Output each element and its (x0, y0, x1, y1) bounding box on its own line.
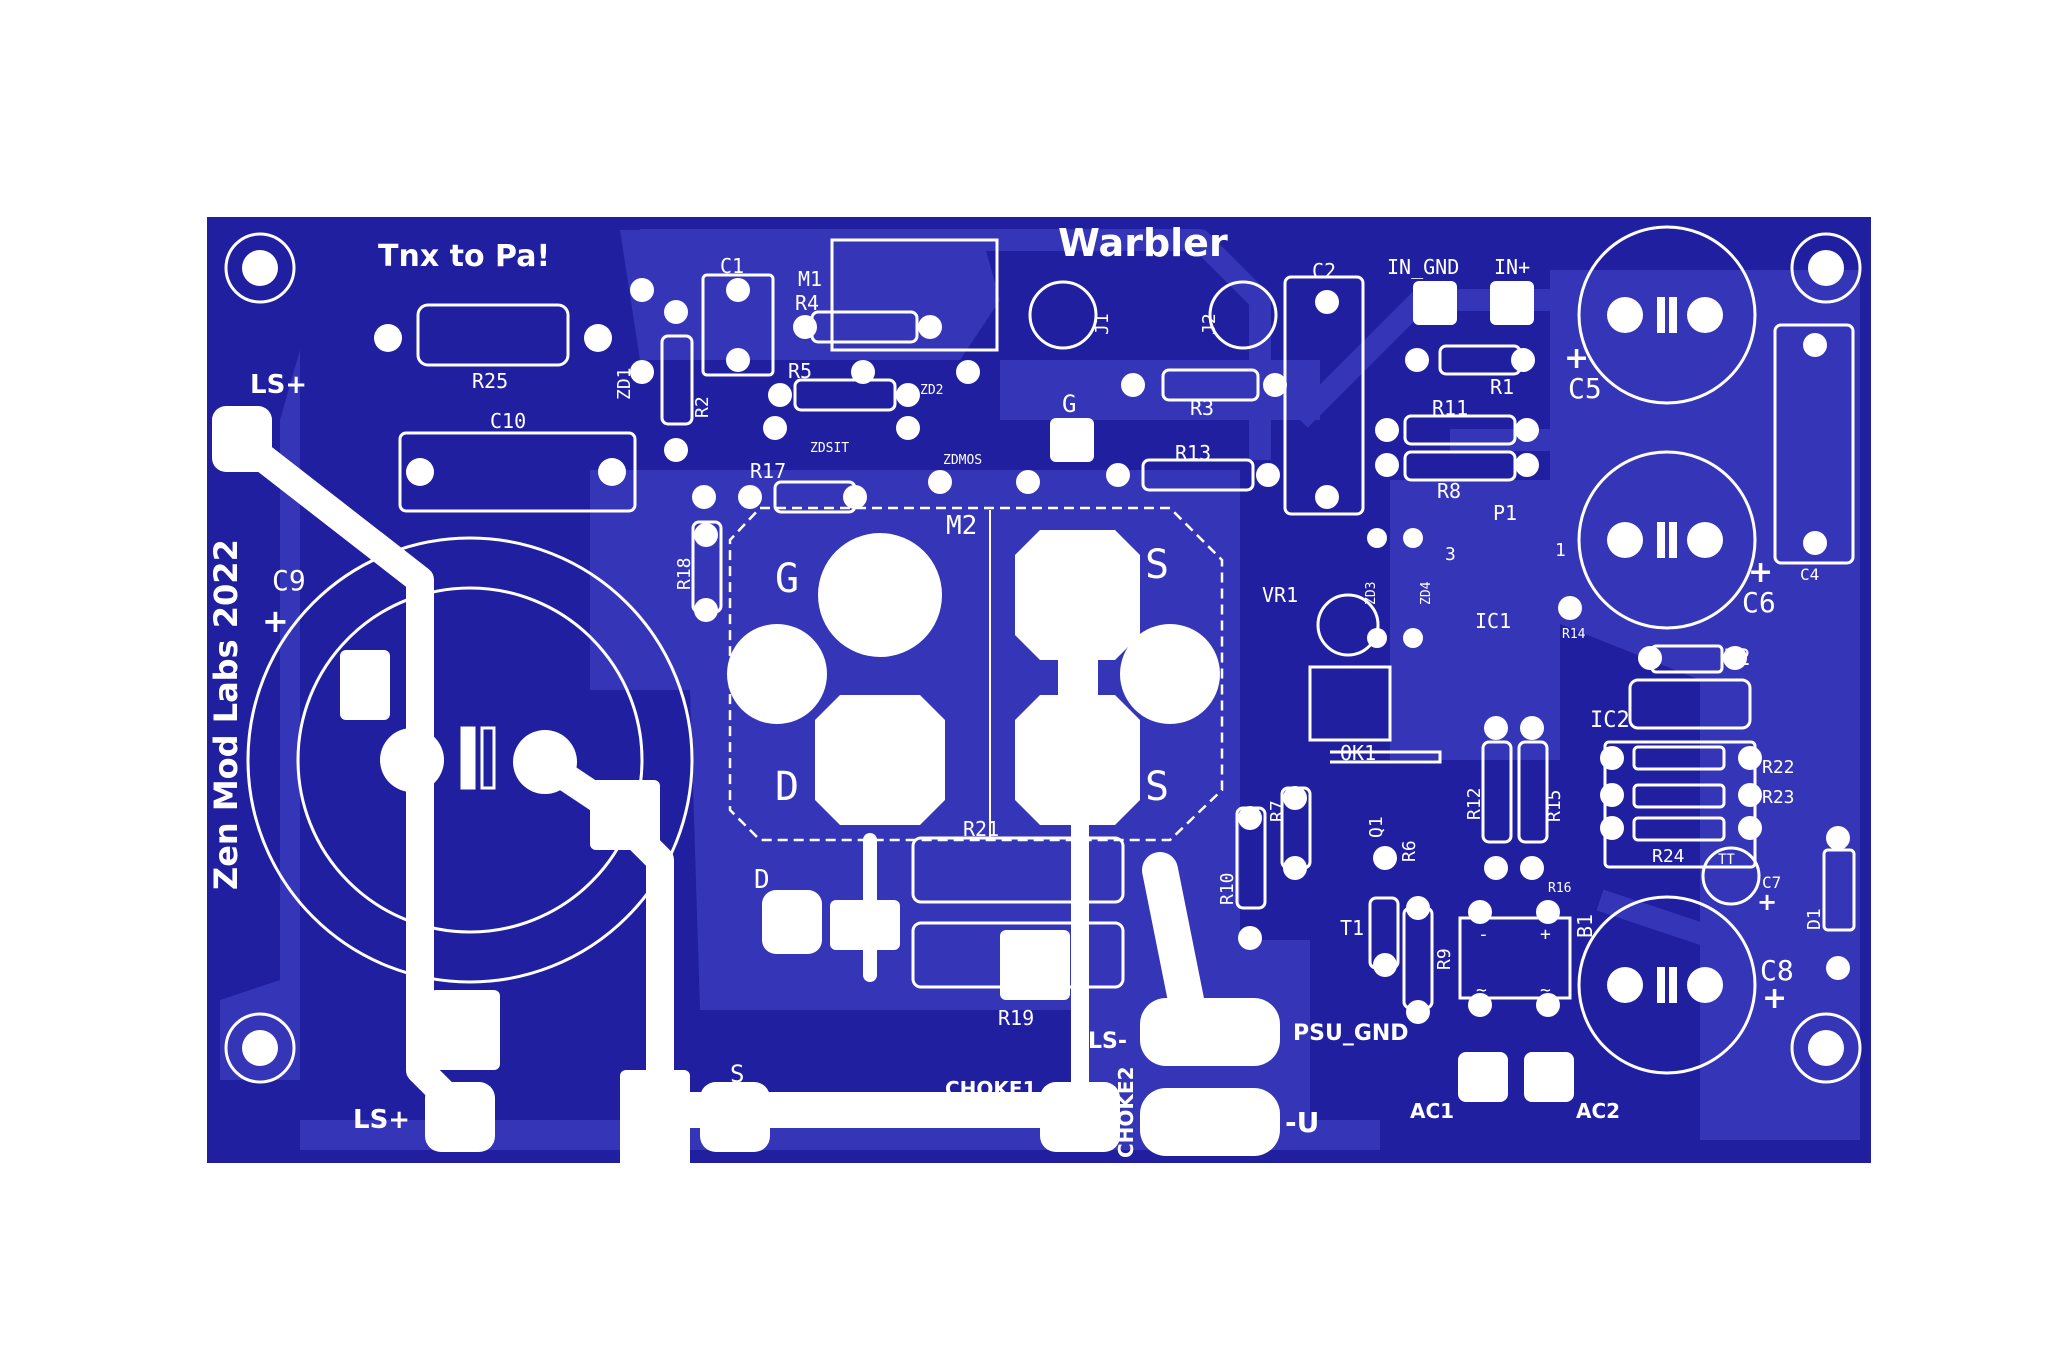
refdes-r25: R25 (472, 369, 508, 393)
refdes-r18: R18 (674, 557, 695, 590)
refdes-ic2: IC2 (1590, 708, 1630, 733)
refdes-r14: R14 (1562, 627, 1586, 642)
m2-label-d: D (775, 764, 799, 810)
c9-pad-minus (380, 728, 444, 792)
refdes-r8: R8 (1437, 479, 1461, 503)
refdes-r2: R2 (692, 396, 713, 418)
label-minus-u: -U (1285, 1106, 1319, 1139)
refdes-r10: R10 (1217, 872, 1238, 905)
refdes-c6: C6 (1742, 586, 1776, 619)
resistor-bodies (660, 310, 1856, 1010)
label-in-plus: IN+ (1494, 255, 1530, 279)
b1-plus-mark: + (1540, 924, 1551, 945)
mounting-holes (224, 232, 1862, 1084)
refdes-zdsit: ZDSIT (810, 441, 849, 456)
refdes-r3: R3 (1190, 396, 1214, 420)
c9-plus-mark: + (262, 602, 289, 640)
electrolytic-caps (1577, 225, 1757, 1075)
refdes-d2: D2 (1724, 646, 1751, 671)
refdes-ic1: IC1 (1475, 609, 1511, 633)
c5-plus-mark: + (1564, 341, 1589, 376)
refdes-r19: R19 (998, 1006, 1034, 1030)
refdes-c4: C4 (1800, 565, 1819, 584)
credit-text: Tnx to Pa! (378, 239, 550, 274)
refdes-r17: R17 (750, 459, 786, 483)
m2-mosfet (727, 506, 1224, 842)
board-title: Warbler (1058, 221, 1228, 265)
c9-capacitor (246, 536, 694, 984)
label-choke2: CHOKE2 (1114, 1067, 1138, 1159)
label-psu-gnd: PSU_GND (1293, 1021, 1409, 1046)
refdes-r15: R15 (1544, 789, 1565, 822)
label-ls-plus-bottom: LS+ (353, 1105, 410, 1135)
refdes-r22: R22 (1762, 757, 1795, 778)
m2-label-s2: S (1145, 764, 1169, 810)
refdes-ok1: OK1 (1340, 741, 1376, 765)
refdes-tt: TT (1718, 852, 1735, 868)
refdes-zd1: ZD1 (614, 367, 635, 400)
refdes-zd4: ZD4 (1419, 581, 1434, 605)
label-d-pad: D (754, 865, 770, 895)
m2-label-g: G (775, 556, 799, 602)
label-s-pad: S (730, 1060, 744, 1088)
b1-minus-mark: - (1478, 924, 1489, 945)
p1-pin-3: 3 (1445, 544, 1456, 565)
c9-pad-plus (513, 730, 577, 794)
refdes-vr1: VR1 (1262, 583, 1298, 607)
refdes-c9: C9 (272, 564, 306, 597)
refdes-r13: R13 (1175, 441, 1211, 465)
label-in-gnd: IN_GND (1387, 255, 1459, 279)
c6-plus-mark: + (1748, 555, 1773, 590)
refdes-r11: R11 (1432, 396, 1468, 420)
refdes-q1: Q1 (1366, 816, 1387, 838)
small-pads (374, 278, 1850, 1024)
refdes-r12: R12 (1464, 787, 1485, 820)
refdes-t1: T1 (1340, 916, 1364, 940)
refdes-r21: R21 (963, 817, 999, 841)
refdes-c8: C8 (1760, 954, 1794, 987)
label-choke1: CHOKE1 (945, 1077, 1037, 1101)
refdes-r9: R9 (1434, 948, 1455, 970)
m2-label-s1: S (1145, 542, 1169, 588)
label-ac1: AC1 (1410, 1099, 1454, 1123)
refdes-c1: C1 (720, 254, 744, 278)
refdes-r1: R1 (1490, 375, 1514, 399)
refdes-r24: R24 (1652, 846, 1685, 867)
refdes-r16: R16 (1548, 881, 1571, 896)
label-g-pad: G (1062, 390, 1076, 418)
refdes-zdmos: ZDMOS (943, 453, 982, 468)
b1-ac-mark-1: ~ (1476, 980, 1487, 1001)
refdes-c7: C7 (1762, 873, 1781, 892)
power-pads (212, 281, 1574, 1156)
refdes-r23: R23 (1762, 787, 1795, 808)
refdes-m2: M2 (946, 511, 977, 541)
refdes-r4: R4 (795, 291, 819, 315)
refdes-c5: C5 (1568, 372, 1602, 405)
refdes-zd2: ZD2 (920, 383, 943, 398)
refdes-zd3: ZD3 (1364, 582, 1379, 605)
b1-ac-mark-2: ~ (1540, 980, 1551, 1001)
electrolytic-pads (1607, 297, 1723, 1003)
refdes-r7: R7 (1267, 800, 1288, 822)
refdes-r6: R6 (1399, 840, 1420, 862)
c8-plus-mark: + (1762, 981, 1787, 1016)
label-ac2: AC2 (1576, 1099, 1620, 1123)
refdes-r5: R5 (788, 359, 812, 383)
maker-text: Zen Mod Labs 2022 (207, 539, 245, 890)
refdes-p1: P1 (1493, 501, 1517, 525)
stitch-dots (340, 650, 1070, 1170)
c7-plus-mark: + (1757, 888, 1777, 916)
refdes-j2: J2 (1199, 313, 1220, 335)
refdes-m1: M1 (798, 267, 822, 291)
label-ls-minus: LS- (1088, 1029, 1127, 1054)
refdes-c10: C10 (490, 409, 526, 433)
refdes-b1: B1 (1573, 914, 1597, 938)
refdes-j1: J1 (1092, 313, 1113, 335)
label-ls-plus-top: LS+ (250, 370, 307, 400)
p1-pin-1: 1 (1555, 540, 1566, 561)
refdes-d1: D1 (1804, 908, 1825, 930)
refdes-c2: C2 (1312, 259, 1336, 283)
